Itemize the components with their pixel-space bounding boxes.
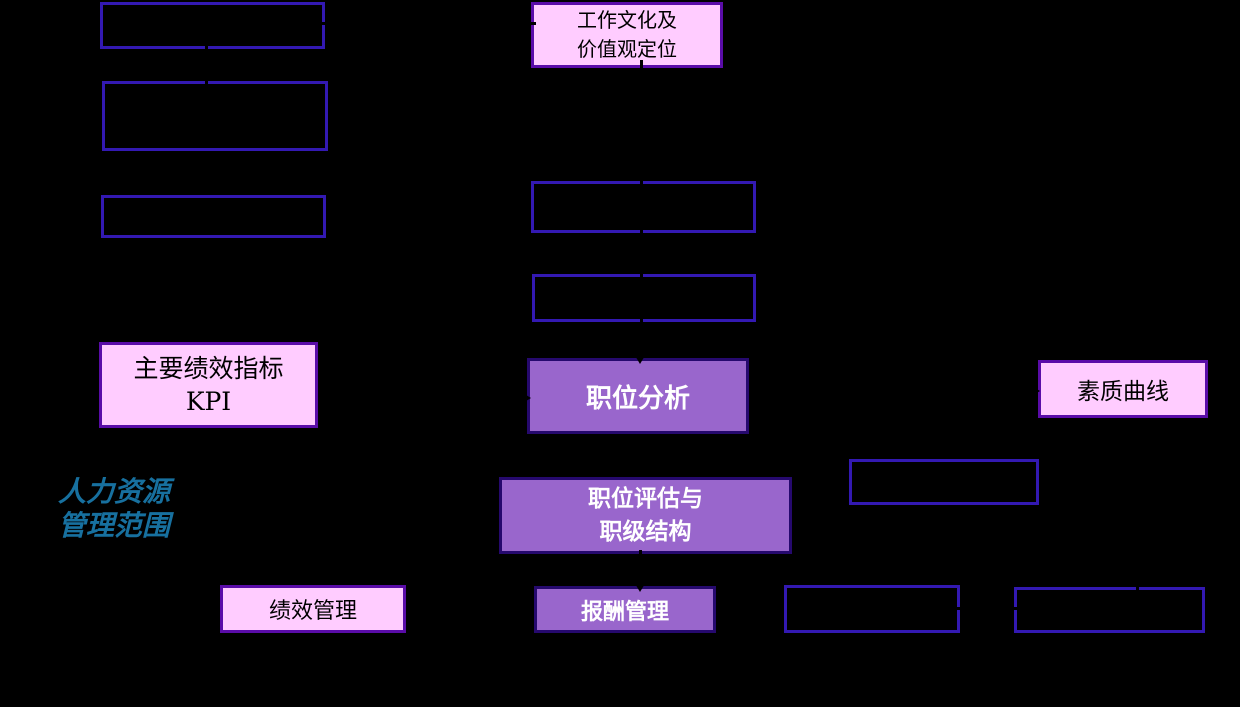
connector-line	[950, 607, 1024, 610]
job-analysis-box: 职位分析	[527, 358, 749, 434]
arrowhead-down-into-compensation-icon	[634, 582, 646, 592]
compensation-management-box: 报酬管理	[534, 586, 716, 633]
connector-line	[322, 396, 526, 399]
hr-scope-line1: 人力资源	[58, 475, 171, 508]
kpi-box: 主要绩效指标 KPI	[99, 342, 318, 428]
work-culture-line2: 价值观定位	[577, 37, 677, 61]
empty-box-bottom-2	[1014, 587, 1205, 633]
arrowhead-right-into-quality-curve-icon	[1030, 385, 1040, 397]
hr-scope-line2: 管理范围	[58, 509, 171, 542]
connector-line	[1136, 558, 1139, 590]
connector-line	[640, 60, 643, 186]
quality-curve-box: 素质曲线	[1038, 360, 1208, 418]
work-culture-line1: 工作文化及	[577, 8, 677, 32]
empty-box-right-1	[849, 459, 1039, 505]
kpi-line2: KPI	[185, 387, 232, 416]
performance-management-label: 绩效管理	[268, 599, 357, 624]
job-analysis-label: 职位分析	[585, 383, 690, 414]
connector-line	[755, 389, 1028, 392]
connector-line	[639, 550, 642, 586]
connector-line	[205, 40, 208, 88]
hr-scope-label: 人力资源 管理范围	[58, 475, 170, 543]
connector-line	[640, 228, 643, 279]
job-evaluation-line2: 职级结构	[599, 518, 692, 545]
empty-box-top-left-3	[101, 195, 326, 238]
connector-line	[320, 22, 536, 25]
quality-curve-label: 素质曲线	[1077, 379, 1169, 405]
arrowhead-down-into-job-analysis-icon	[634, 354, 646, 364]
performance-management-box: 绩效管理	[220, 585, 406, 633]
empty-box-top-left-2	[102, 81, 328, 151]
empty-box-bottom-1	[784, 585, 960, 633]
arrowhead-right-into-job-analysis-icon	[521, 392, 531, 404]
empty-box-center-1	[531, 181, 756, 233]
kpi-line1: 主要绩效指标	[133, 354, 284, 383]
work-culture-box: 工作文化及 价值观定位	[531, 2, 723, 68]
empty-box-center-2	[532, 274, 756, 322]
connector-line	[640, 317, 643, 358]
empty-box-top-left-1	[100, 2, 325, 49]
job-evaluation-box: 职位评估与 职级结构	[499, 477, 792, 554]
job-evaluation-line1: 职位评估与	[588, 485, 703, 512]
compensation-management-label: 报酬管理	[580, 599, 669, 625]
